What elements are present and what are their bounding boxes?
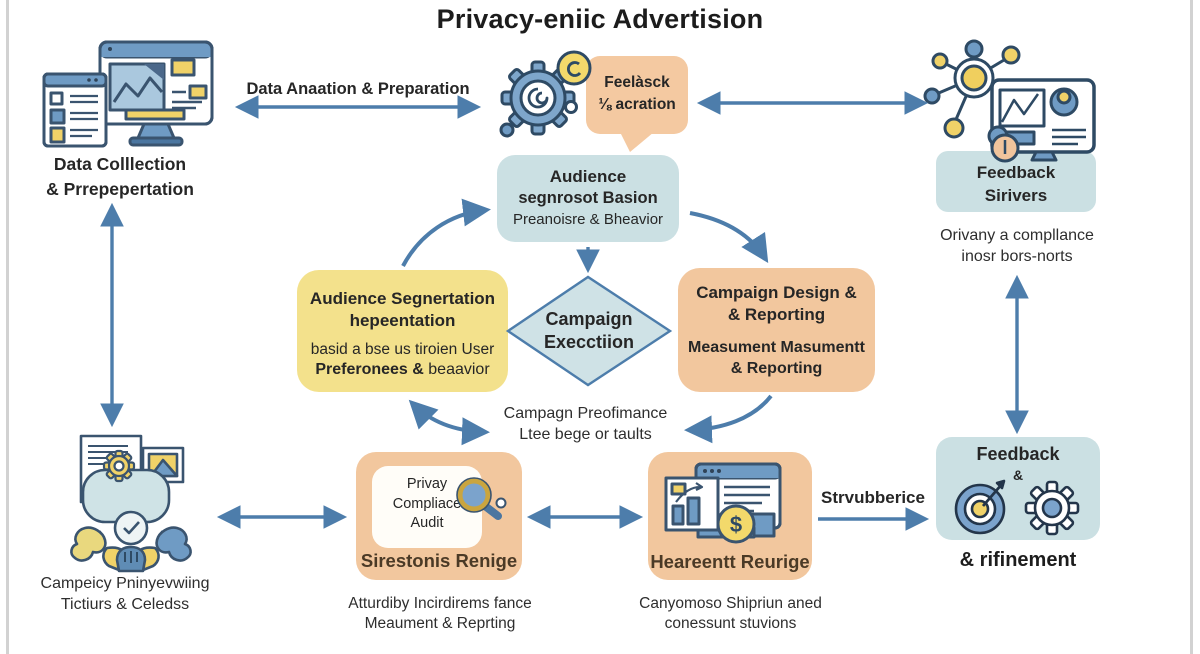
feedback-refine-label: Feedback & <box>936 443 1100 485</box>
data-collection-line2: & Prrepepertation <box>46 179 194 200</box>
bubble-line1: Feelàsck <box>604 74 670 91</box>
dollar-sign: $ <box>730 512 742 537</box>
audience-basion-label: Audience segnrosot Basion Preanoisre & B… <box>497 166 679 229</box>
community-line1: Campeicy Pninyevwiing <box>40 575 210 592</box>
campaign-design-line1: Campaign Design & <box>696 283 857 302</box>
left-edge-line <box>6 0 9 654</box>
data-collection-line1: Data Colllection <box>53 154 187 174</box>
campaign-design-box <box>678 268 875 392</box>
performance-line2: Ltee bege or taults <box>519 425 652 443</box>
measurement-sub1: Canyomoso Shipriun aned <box>639 595 822 612</box>
refinement-label: & rifinement <box>959 549 1077 571</box>
speech-bubble-label: Feelàsck ⅛ acration <box>586 72 688 115</box>
privacy-sub2: Meaument & Reprting <box>364 615 516 633</box>
privacy-sub1: Atturdiby Incirdirems fance <box>348 595 532 612</box>
audience-seg-line4a: Preferonees & <box>315 361 424 379</box>
campaign-performance-label: Campagn Preofimance Ltee bege or taults <box>458 404 713 446</box>
audience-seg-line2: hepeentation <box>349 311 456 331</box>
page-title: Privacy-eniic Advertision <box>436 4 764 34</box>
campaign-design-line4: & Reporting <box>730 359 823 377</box>
campaign-design-line2: & Reporting <box>727 305 826 325</box>
privacy-audit-subtext: Atturdiby Incirdirems fance Meaument & R… <box>325 594 555 634</box>
diamond-line2: Execctiion <box>543 332 635 353</box>
process-gear-icon <box>499 50 592 138</box>
privacy-inner1: Privay <box>406 476 448 492</box>
measurement-sub2: conessunt stuvions <box>664 615 797 633</box>
strvubberice-label: Strvubberice <box>821 488 925 507</box>
arc-segmentation-to-audience <box>401 198 491 267</box>
speech-bubble-tail <box>620 132 654 152</box>
privacy-inner2: Compliace <box>392 495 462 512</box>
community-line2: Tictiurs & Celedss <box>60 595 190 613</box>
audience-basion-line1: Audience <box>549 167 627 186</box>
audience-seg-line4b: beaavior <box>423 361 490 379</box>
measurement-subtext: Canyomoso Shipriun aned conessunt stuvio… <box>618 594 843 634</box>
feedback-sirivers-box <box>936 151 1096 212</box>
feedback-sirivers-subtext: Orivany a compllance inosr bors-norts <box>912 226 1122 268</box>
audience-seg-line4: Preferonees & beaavior <box>297 360 508 381</box>
audience-segmentation-label: Audience Segnertation hepeentation basid… <box>297 288 508 381</box>
performance-line1: Campagn Preofimance <box>503 405 668 422</box>
privacy-audit-label: Sirestonis Renige <box>360 550 518 571</box>
speech-bubble <box>586 56 688 134</box>
feedback-sirivers-line1: Feedback <box>976 163 1056 182</box>
audience-basion-line2: segnrosot Basion <box>518 189 658 208</box>
measurement-label: Heareentt Reurige <box>650 551 810 572</box>
feedback-sirivers-sub1: Orivany a compllance <box>940 227 1094 244</box>
feedback-sirivers-label: Feedback Sirivers <box>936 162 1096 208</box>
community-label: Campeicy Pninyevwiing Tictiurs & Celedss <box>15 574 235 616</box>
data-collection-icon <box>42 40 214 148</box>
target-and-gear-icon <box>954 479 1080 536</box>
revenue-report-icon: $ <box>664 462 782 544</box>
feedback-sirivers-sub2: inosr bors-norts <box>961 247 1073 265</box>
campaign-design-line3: Measument Masumentt <box>688 339 865 357</box>
diamond-line1: Campaign <box>545 309 633 329</box>
bubble-line2: ⅛ acration <box>598 95 676 113</box>
feedback-refine-line1: Feedback <box>976 444 1060 464</box>
audience-segmentation-box <box>297 270 508 392</box>
feedback-refine-line2: & <box>1012 467 1024 484</box>
campaign-design-label: Campaign Design & & Reporting Measument … <box>678 282 875 380</box>
audience-seg-line1: Audience Segnertation <box>309 289 496 308</box>
privacy-inner3: Audit <box>410 515 444 532</box>
network-monitor-icon <box>923 39 1096 163</box>
privacy-audit-card-text: Privay Compliace Audit <box>372 466 482 534</box>
magnifier-icon <box>456 477 507 520</box>
audience-basion-box <box>497 155 679 242</box>
community-review-icon <box>70 434 192 573</box>
arc-audience-to-design <box>689 211 769 264</box>
feedback-sirivers-line2: Sirivers <box>984 185 1048 205</box>
data-annotation-arrow-label: Data Anaation & Preparation <box>246 80 470 98</box>
audience-seg-line3: basid a bse us tiroien User <box>310 341 495 359</box>
campaign-execution-label: Campaign Execctiion <box>509 308 669 355</box>
audience-basion-line3: Preanoisre & Bheavior <box>512 210 664 228</box>
right-edge-line <box>1190 0 1193 654</box>
data-collection-label: Data Colllection & Prrepepertation <box>25 152 215 203</box>
